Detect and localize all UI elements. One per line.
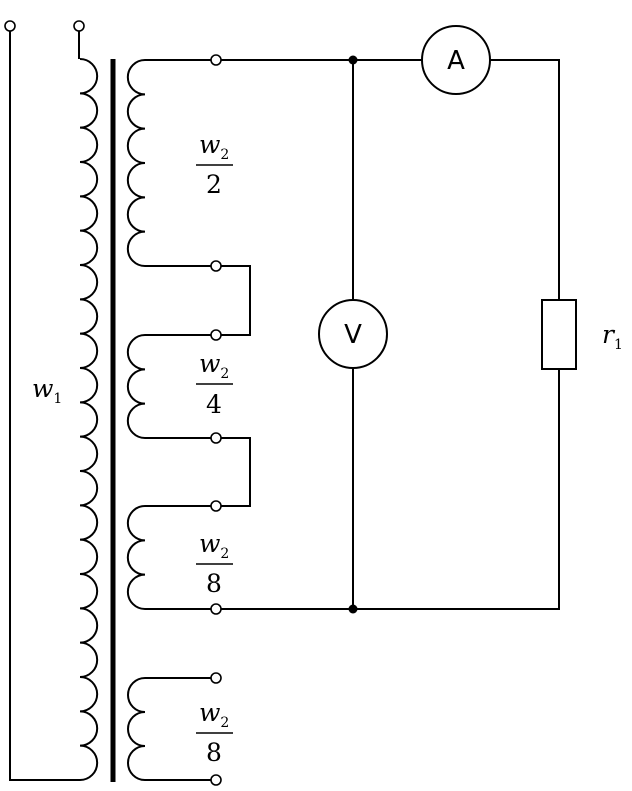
secondary-terminals	[210, 54, 222, 786]
secondary-coil-eighth-a	[126, 505, 146, 610]
svg-text:2: 2	[206, 170, 222, 199]
ammeter-circle	[421, 25, 491, 95]
secondary-leads	[145, 59, 211, 781]
primary-terminal-right	[73, 20, 85, 32]
secondary-coil-half	[126, 59, 146, 267]
secondary-coil-eighth-b	[127, 677, 146, 781]
jumper-quarter-to-eighth	[221, 437, 251, 507]
resistor-body	[541, 299, 577, 370]
terminal	[210, 54, 222, 66]
ammeter-to-load-wire	[490, 59, 560, 300]
junction-dot-bottom	[348, 604, 358, 614]
terminal	[210, 672, 222, 684]
primary-winding-label: w1	[32, 374, 62, 407]
terminal	[210, 603, 222, 615]
resistor-label: r1	[602, 320, 623, 353]
terminal	[210, 774, 222, 786]
ammeter: A	[421, 25, 491, 95]
load-resistor: r1	[541, 299, 623, 370]
primary-coil	[79, 58, 99, 781]
svg-text:w2: w2	[199, 529, 229, 562]
voltmeter: V	[318, 299, 388, 369]
primary-winding	[4, 20, 99, 781]
bottom-bus-wire	[221, 369, 560, 610]
svg-text:8: 8	[206, 569, 222, 598]
voltmeter-circle	[318, 299, 388, 369]
secondary-label-eighth-b: w2 8	[196, 698, 233, 767]
measurement-circuit	[221, 55, 560, 614]
terminal	[210, 500, 222, 512]
secondary-label-half: w2 2	[196, 130, 233, 199]
svg-text:4: 4	[206, 390, 222, 419]
svg-text:w2: w2	[199, 130, 229, 163]
terminal	[210, 260, 222, 272]
secondary-windings	[126, 59, 146, 781]
ammeter-label: A	[447, 46, 465, 76]
voltmeter-label: V	[344, 320, 362, 350]
primary-return-wire	[9, 31, 80, 781]
jumper-half-to-quarter	[221, 265, 251, 336]
terminal	[210, 432, 222, 444]
svg-text:8: 8	[206, 738, 222, 767]
svg-text:w2: w2	[199, 698, 229, 731]
secondary-coil-quarter	[126, 334, 146, 439]
secondary-label-eighth-a: w2 8	[196, 529, 233, 598]
junction-dot-top	[348, 55, 358, 65]
primary-terminal-left	[4, 20, 16, 32]
secondary-label-quarter: w2 4	[196, 349, 233, 419]
terminal	[210, 329, 222, 341]
svg-text:w2: w2	[199, 349, 229, 382]
